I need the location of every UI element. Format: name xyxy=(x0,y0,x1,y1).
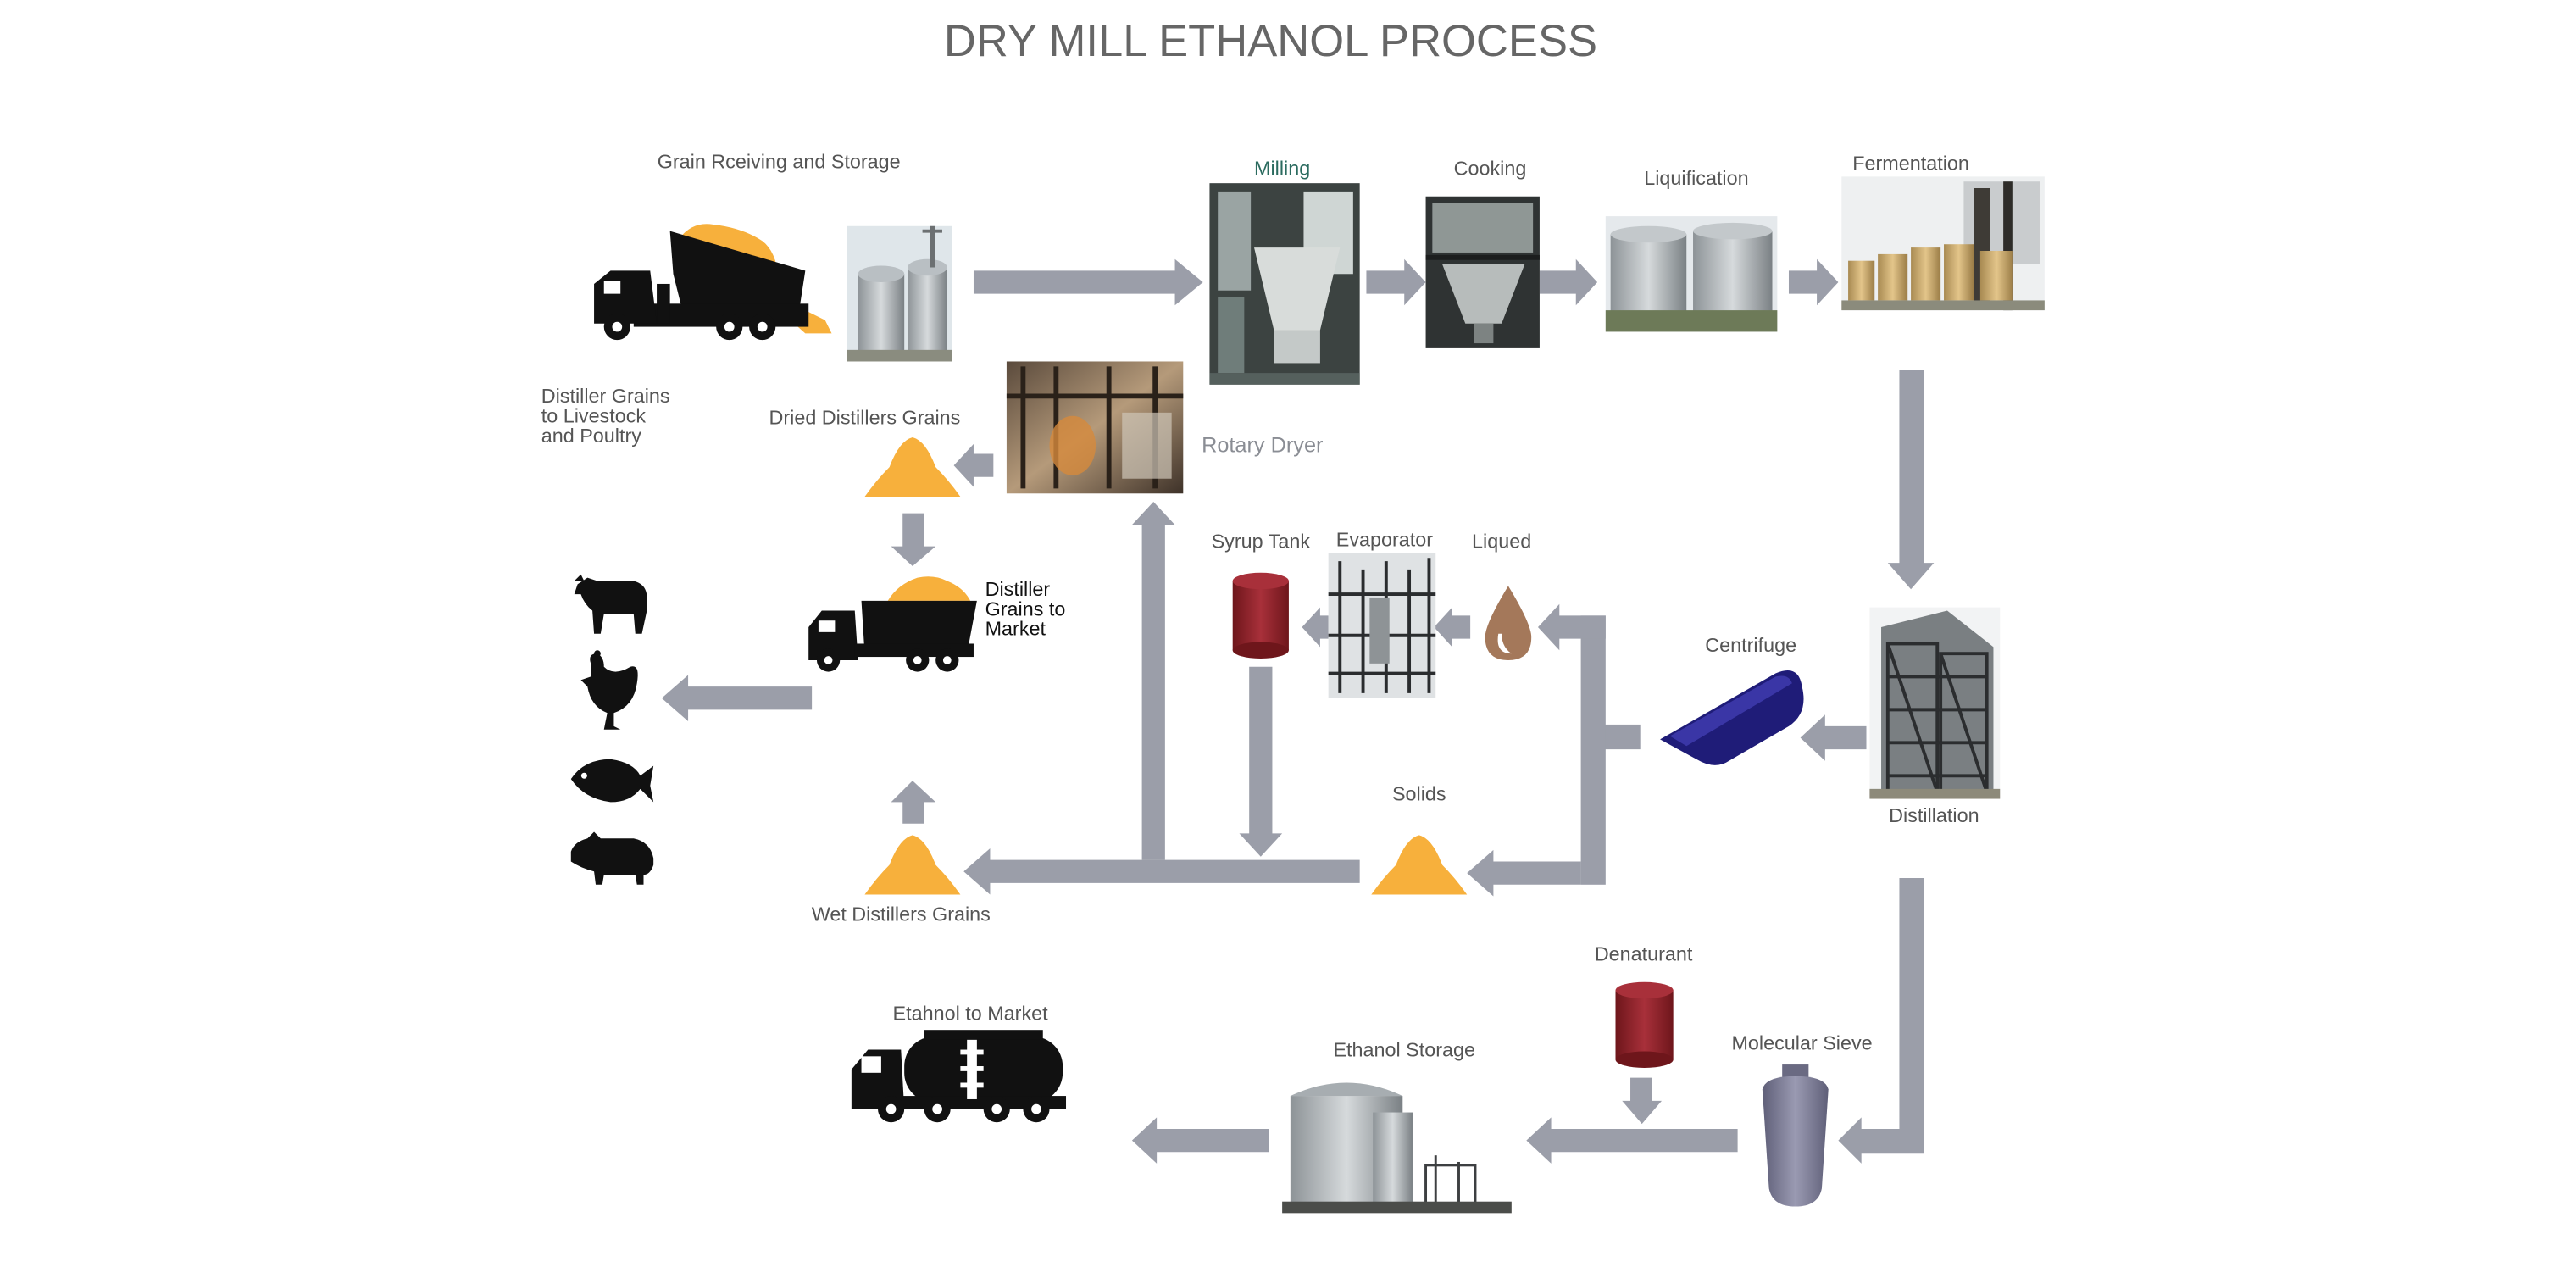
fish-icon xyxy=(570,759,654,803)
liquid-drop-icon xyxy=(1485,586,1532,660)
centrifuge-group: Centrifuge xyxy=(1660,634,1804,765)
arrow-evaporator-to-syrup xyxy=(1302,607,1329,648)
liquification-photo xyxy=(1605,216,1778,332)
arrow-liquification-to-fermentation xyxy=(1788,258,1839,306)
arrow-dried-dg-down xyxy=(891,513,936,566)
liquification-group: Liquification xyxy=(1605,167,1778,332)
rotary-dryer-photo xyxy=(1006,361,1184,494)
arrow-milling-to-cooking xyxy=(1366,258,1426,306)
molecular-sieve-group: Molecular Sieve xyxy=(1731,1032,1873,1207)
arrow-storage-to-market xyxy=(1131,1117,1269,1164)
rotary-dryer-group: Rotary Dryer xyxy=(1006,361,1323,494)
cooking-photo xyxy=(1425,196,1540,348)
milling-group: Milling xyxy=(1209,157,1360,385)
ethanol-storage-photo xyxy=(1282,1076,1512,1214)
ethanol-storage-group: Ethanol Storage xyxy=(1282,1038,1512,1214)
arrow-distillation-to-sieve xyxy=(1838,878,1924,1164)
arrow-wet-dg-up xyxy=(891,781,936,824)
pig-icon xyxy=(570,831,654,885)
arrow-splitter-vertical xyxy=(1580,615,1606,885)
denaturant-tank-icon xyxy=(1615,981,1674,1068)
label-centrifuge: Centrifuge xyxy=(1705,634,1796,656)
label-milling: Milling xyxy=(1254,157,1310,179)
label-liquification: Liquification xyxy=(1644,167,1748,189)
ethanol-market-group: Etahnol to Market xyxy=(851,1002,1067,1123)
label-dg-livestock-3: and Poultry xyxy=(541,425,641,447)
grain-receiving-group: Grain Rceiving and Storage xyxy=(594,151,952,362)
dump-truck-icon xyxy=(594,231,809,341)
label-denaturant: Denaturant xyxy=(1595,942,1693,964)
label-fermentation: Fermentation xyxy=(1852,153,1969,175)
syrup-tank-icon xyxy=(1232,572,1289,659)
arrow-denaturant-down xyxy=(1622,1077,1663,1125)
molecular-sieve-icon xyxy=(1762,1064,1829,1207)
arrow-centrifuge-stub xyxy=(1603,724,1641,750)
label-dg-livestock-1: Distiller Grains xyxy=(541,385,670,407)
tanker-truck-icon xyxy=(851,1030,1067,1123)
label-liqued: Liqued xyxy=(1472,531,1531,553)
evaporator-photo xyxy=(1328,553,1436,698)
liqued-group: Liqued xyxy=(1472,531,1531,660)
chicken-icon xyxy=(580,650,638,730)
label-distillation: Distillation xyxy=(1889,804,1979,826)
centrifuge-highlight xyxy=(1669,675,1792,747)
dried-dg-group: Dried Distillers Grains xyxy=(769,406,961,497)
label-molecular-sieve: Molecular Sieve xyxy=(1731,1032,1872,1054)
grain-pile-icon xyxy=(864,835,961,895)
label-solids: Solids xyxy=(1392,782,1446,804)
syrup-tank-group: Syrup Tank xyxy=(1212,531,1311,659)
denaturant-group: Denaturant xyxy=(1595,942,1693,1068)
label-dg-market-3: Market xyxy=(985,618,1046,640)
label-dg-market-2: Grains to xyxy=(985,598,1066,620)
arrow-dryer-to-dried-dg xyxy=(953,443,994,487)
arrow-to-solids xyxy=(1467,849,1581,897)
wet-dg-group: Wet Distillers Grains xyxy=(812,835,991,925)
milling-photo xyxy=(1209,183,1360,385)
dump-truck-icon xyxy=(808,600,977,672)
fermentation-photo xyxy=(1841,176,2045,311)
arrow-up-to-rotary-dryer xyxy=(1131,502,1175,860)
label-dried-dg: Dried Distillers Grains xyxy=(769,406,961,428)
distillation-group: Distillation xyxy=(1869,607,2001,826)
label-grain-receiving: Grain Rceiving and Storage xyxy=(658,151,901,173)
grain-pile-icon xyxy=(1371,835,1468,895)
label-dg-market-1: Distiller xyxy=(985,578,1051,600)
label-syrup-tank: Syrup Tank xyxy=(1212,531,1311,553)
arrow-storage-to-milling xyxy=(973,258,1203,306)
fermentation-group: Fermentation xyxy=(1841,153,2045,311)
livestock-group: Distiller Grains to Livestock and Poultr… xyxy=(541,385,670,885)
grain-pile-icon xyxy=(864,437,961,497)
label-cooking: Cooking xyxy=(1454,157,1527,179)
dg-market-group: Distiller Grains to Market xyxy=(808,576,1066,672)
label-wet-dg: Wet Distillers Grains xyxy=(812,903,991,925)
arrow-syrup-down xyxy=(1239,666,1283,857)
cow-icon xyxy=(574,574,647,634)
grain-pile-icon xyxy=(887,576,971,601)
evaporator-group: Evaporator xyxy=(1328,529,1436,698)
page-title: DRY MILL ETHANOL PROCESS xyxy=(944,16,1597,66)
label-dg-livestock-2: to Livestock xyxy=(541,405,647,427)
solids-group: Solids xyxy=(1371,782,1468,895)
arrow-liqued-to-evaporator xyxy=(1434,607,1471,648)
label-ethanol-market: Etahnol to Market xyxy=(893,1002,1049,1024)
grain-bin-photo xyxy=(847,225,952,362)
arrow-sieve-to-storage xyxy=(1526,1117,1738,1164)
flow-arrows xyxy=(661,258,1935,1164)
label-evaporator: Evaporator xyxy=(1336,529,1433,551)
label-ethanol-storage: Ethanol Storage xyxy=(1333,1038,1475,1060)
arrow-truck-to-livestock xyxy=(661,675,813,722)
cooking-group: Cooking xyxy=(1425,157,1540,348)
arrow-fermentation-to-distillation xyxy=(1887,370,1935,590)
label-rotary-dryer: Rotary Dryer xyxy=(1202,434,1323,458)
arrow-distillation-to-centrifuge xyxy=(1800,714,1867,761)
liquid-drop-inner xyxy=(1497,633,1512,654)
distillation-photo xyxy=(1869,607,2001,799)
arrow-cooking-to-liquification xyxy=(1539,258,1598,306)
